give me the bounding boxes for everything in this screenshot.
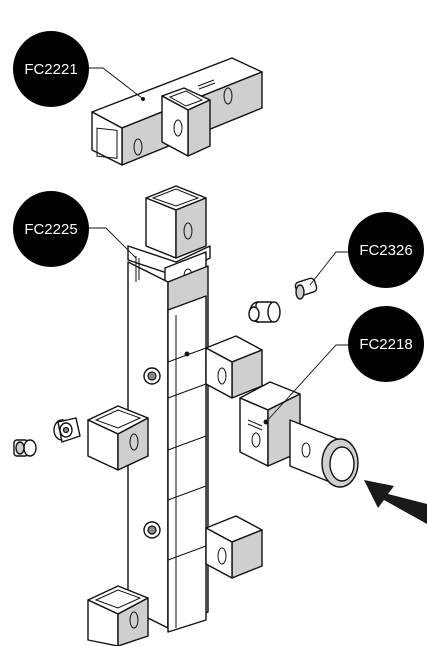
label-fc2221-text: FC2221 — [24, 61, 77, 78]
part-fc2326 — [248, 277, 318, 323]
label-fc2221: FC2221 — [13, 31, 89, 107]
part-fc2221 — [91, 57, 263, 166]
label-fc2225-text: FC2225 — [24, 221, 77, 238]
label-fc2218-text: FC2218 — [359, 336, 412, 353]
fasteners-left — [13, 417, 81, 457]
label-fc2225: FC2225 — [13, 191, 89, 267]
label-fc2326-text: FC2326 — [359, 242, 412, 259]
label-fc2326: FC2326 — [348, 212, 424, 288]
part-fc2218 — [239, 381, 359, 488]
part-fc2225 — [87, 185, 263, 646]
insert-direction-arrow — [364, 480, 427, 524]
label-fc2218: FC2218 — [348, 306, 424, 382]
